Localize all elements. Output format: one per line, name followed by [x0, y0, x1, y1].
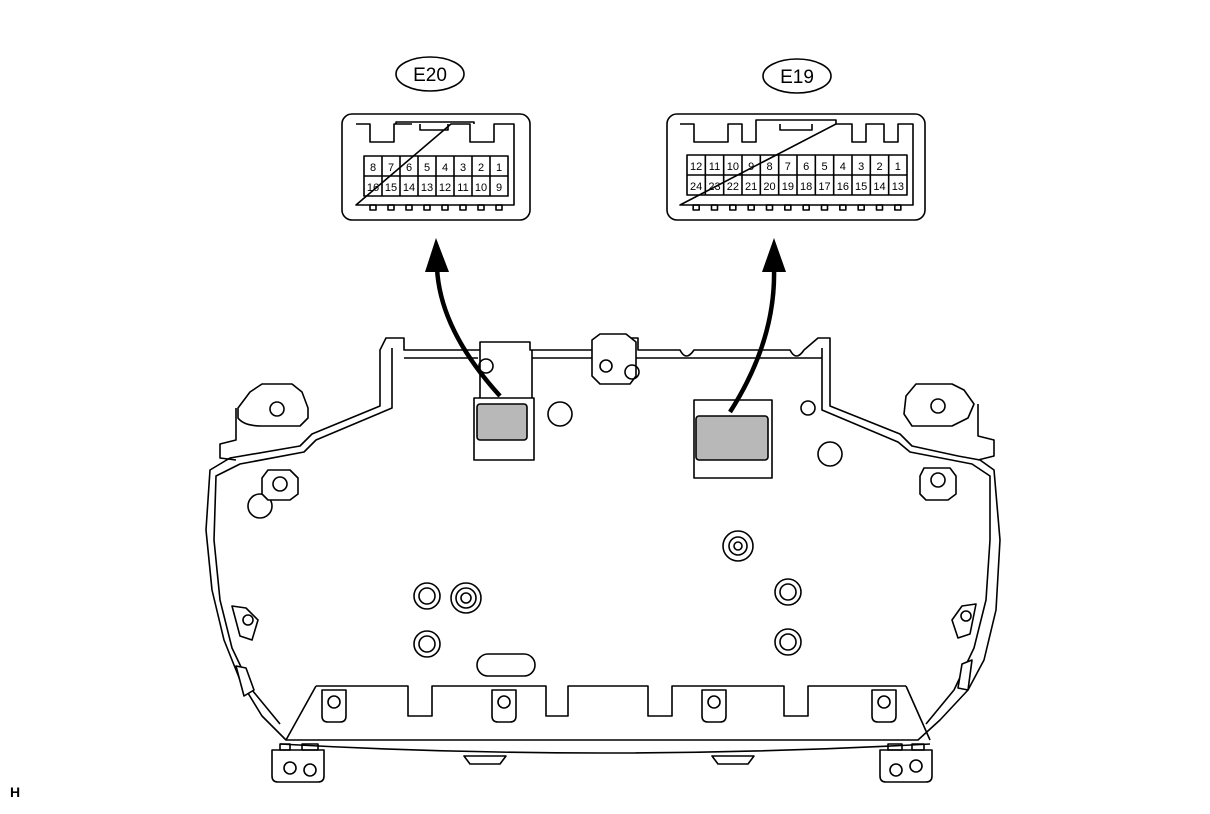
e20-pin-10: 10 — [475, 182, 487, 194]
e19-pin-8: 8 — [766, 161, 772, 173]
e19-pin-3: 3 — [858, 161, 864, 173]
e19-pin-4: 4 — [840, 161, 846, 173]
e20-pin-4: 4 — [442, 162, 448, 174]
e20-label: E20 — [413, 65, 447, 86]
e20-pin-11: 11 — [457, 182, 468, 194]
e20-pin-16: 16 — [367, 182, 379, 194]
e19-pin-6: 6 — [803, 161, 809, 173]
e19-pin-9: 9 — [748, 161, 754, 173]
e19-label: E19 — [780, 67, 814, 88]
e20-pin-3: 3 — [460, 162, 466, 174]
e19-label-bubble: E19 — [762, 58, 832, 94]
e20-label-bubble: E20 — [395, 56, 465, 92]
e20-pin-9: 9 — [496, 182, 502, 194]
e19-pin-1: 1 — [895, 161, 901, 173]
e19-pin-10: 10 — [727, 161, 739, 173]
e19-pin-18: 18 — [800, 181, 812, 193]
arrow-to-e20 — [425, 238, 502, 398]
e19-pin-19: 19 — [782, 181, 794, 193]
e20-pin-2: 2 — [478, 162, 484, 174]
arrow-to-e19 — [728, 238, 786, 414]
e20-pin-13: 13 — [421, 182, 433, 194]
e19-pin-24: 24 — [690, 181, 702, 193]
e19-pin-2: 2 — [876, 161, 882, 173]
e19-pin-14: 14 — [873, 181, 885, 193]
e20-pin-14: 14 — [403, 182, 415, 194]
e19-pin-12: 12 — [690, 161, 702, 173]
e20-pin-6: 6 — [406, 162, 412, 174]
e19-pin-15: 15 — [855, 181, 867, 193]
e20-pin-8: 8 — [370, 162, 376, 174]
e19-pin-11: 11 — [709, 161, 720, 173]
e20-pin-12: 12 — [439, 182, 451, 194]
e19-pin-5: 5 — [821, 161, 827, 173]
e19-pin-22: 22 — [727, 181, 739, 193]
e19-pin-7: 7 — [785, 161, 791, 173]
corner-code: H — [10, 784, 21, 800]
e20-pin-7: 7 — [388, 162, 394, 174]
e19-pin-20: 20 — [763, 181, 775, 193]
e19-pin-23: 23 — [708, 181, 720, 193]
e19-pin-13: 13 — [892, 181, 904, 193]
e19-pin-17: 17 — [818, 181, 830, 193]
meter-housing — [205, 333, 1001, 783]
e20-pin-1: 1 — [496, 162, 502, 174]
e19-pin-21: 21 — [745, 181, 757, 193]
e20-pin-5: 5 — [424, 162, 430, 174]
e19-pin-16: 16 — [837, 181, 849, 193]
e20-socket — [476, 403, 528, 441]
e19-socket — [695, 415, 769, 461]
e20-pin-15: 15 — [385, 182, 397, 194]
